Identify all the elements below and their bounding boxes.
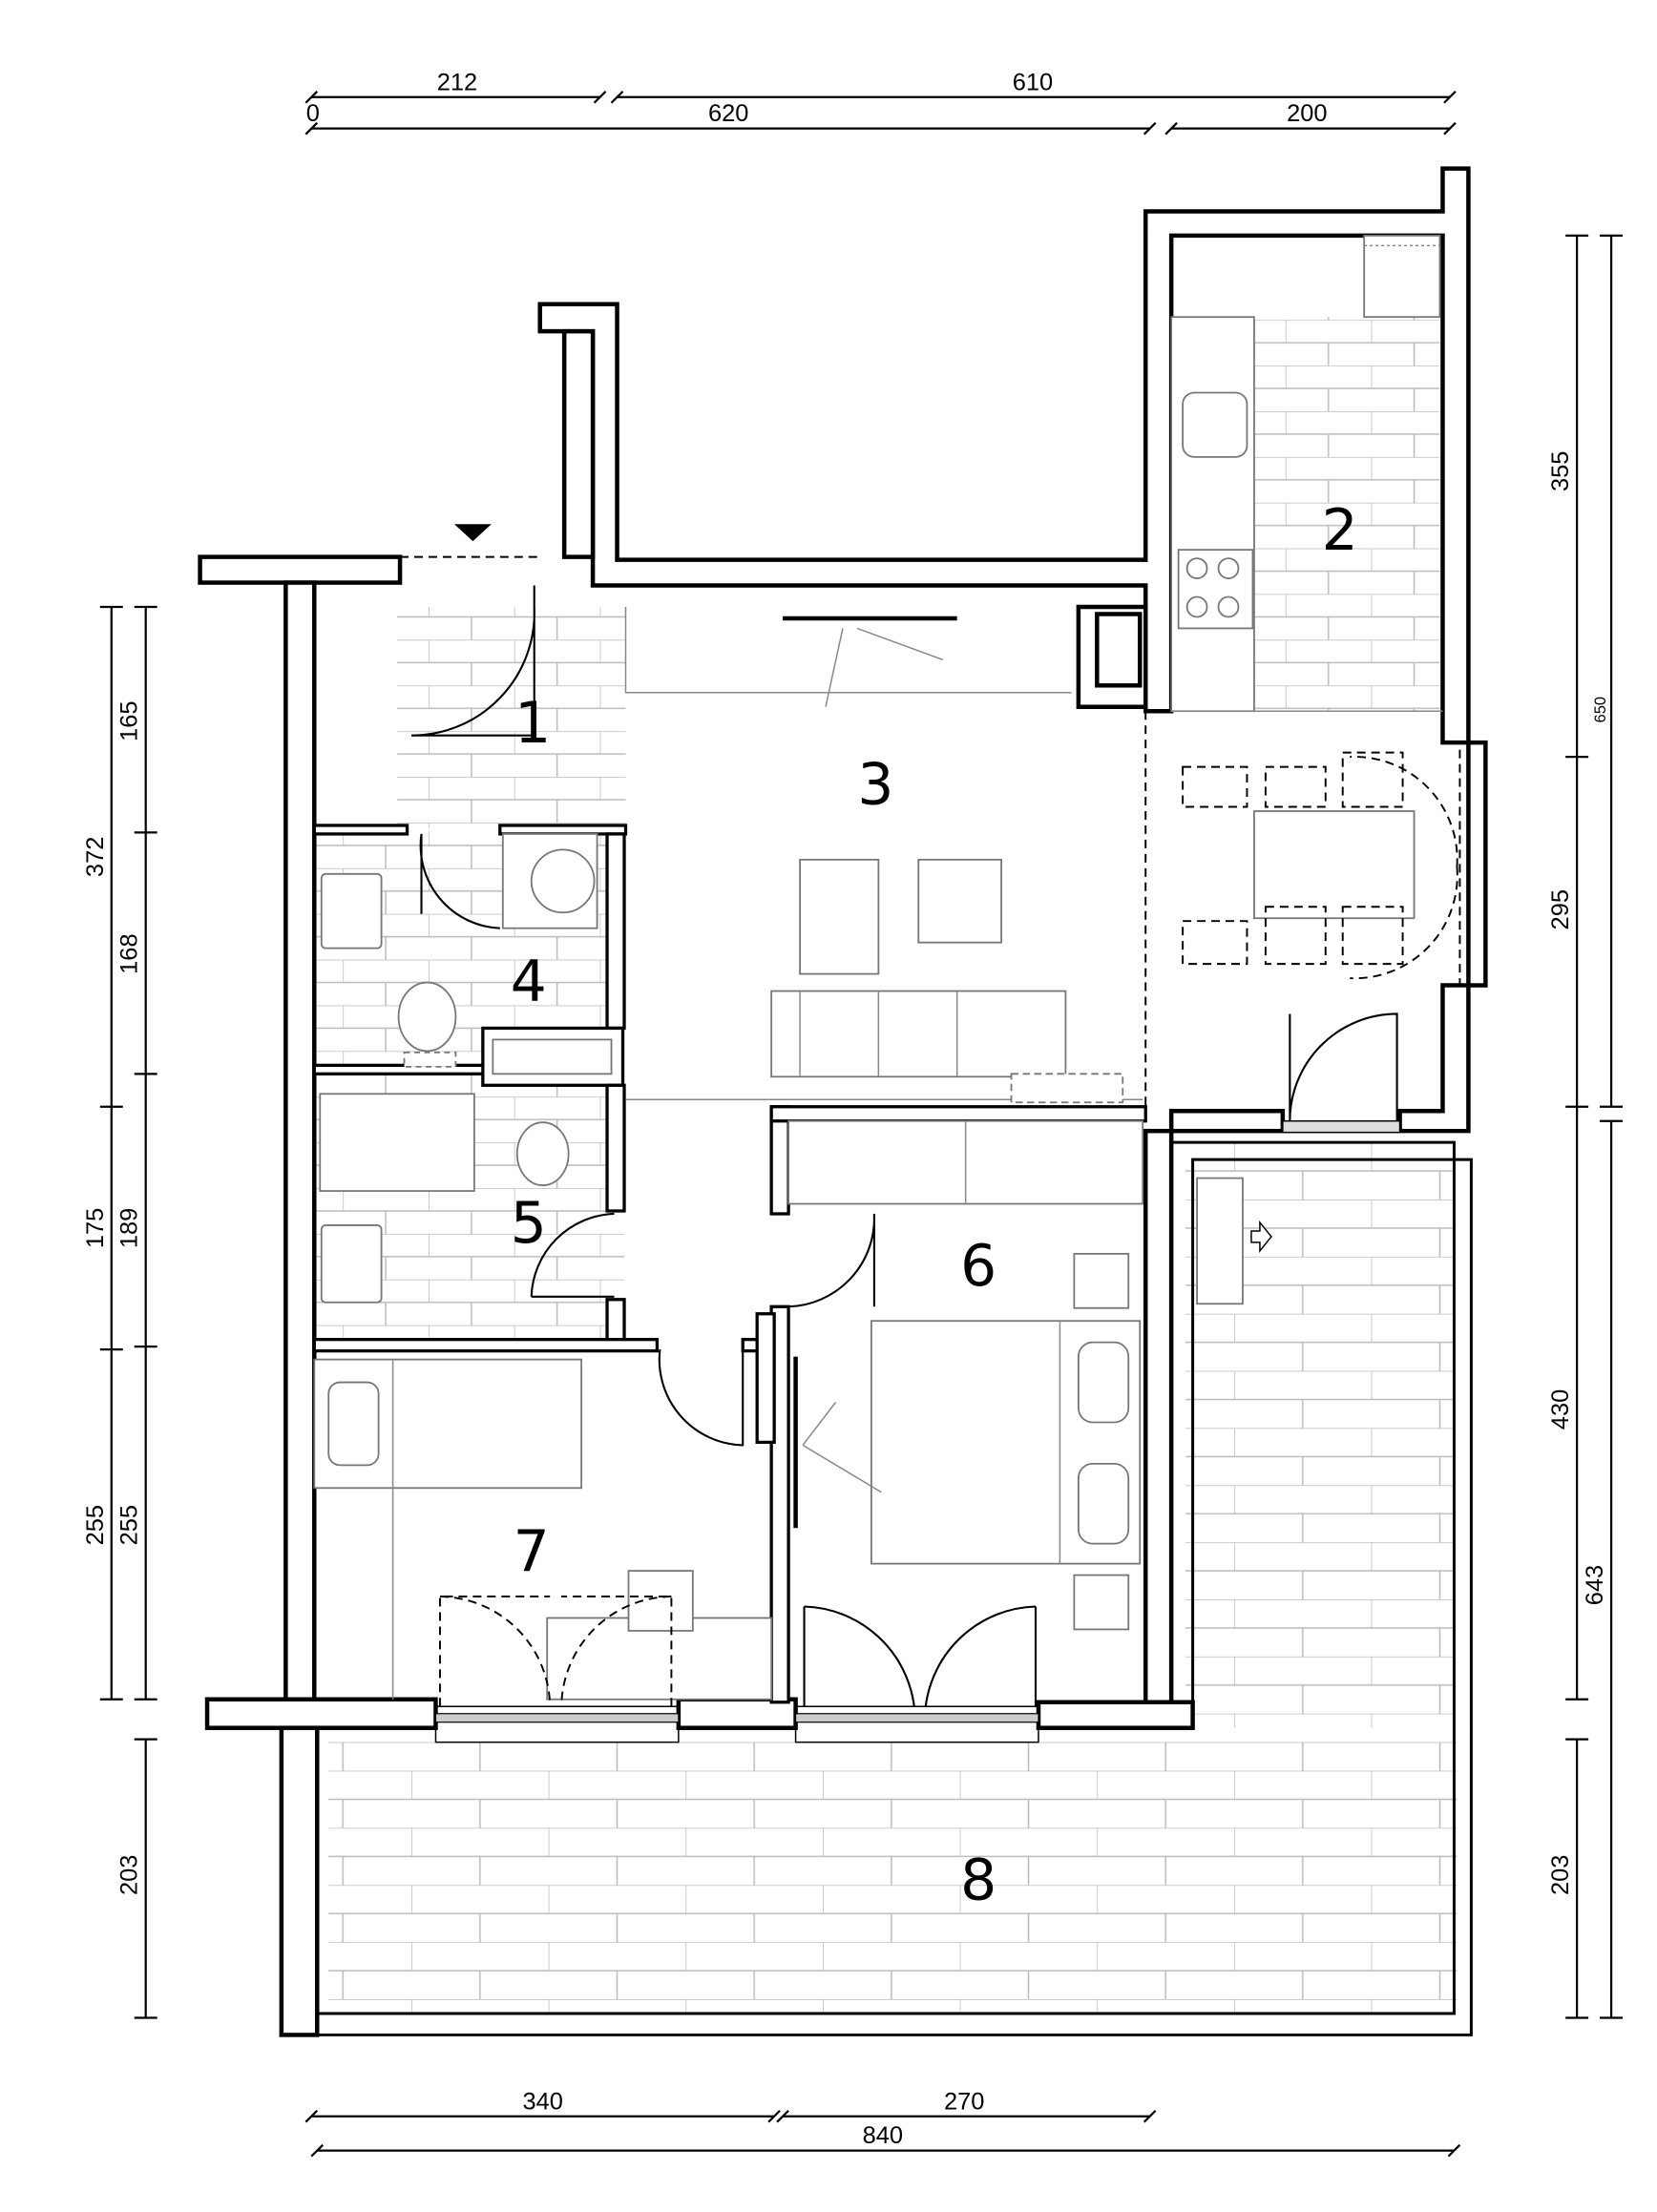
dim-right-203: 203	[1547, 1855, 1574, 1895]
dim-right-650: 650	[1592, 697, 1609, 722]
sink	[1182, 391, 1248, 458]
walls	[198, 166, 1488, 2037]
balcony-door-sill	[1282, 1119, 1401, 1134]
shower-tray	[319, 1093, 475, 1192]
dim-top-0: 0	[306, 100, 320, 127]
nightstand	[1073, 1252, 1130, 1309]
dim-top-620: 620	[708, 100, 748, 127]
room-label-4: 4	[511, 949, 547, 1015]
floor-tiles-kitchen	[1253, 317, 1440, 712]
room-label-5: 5	[511, 1190, 547, 1257]
room-label-8: 8	[960, 1847, 996, 1913]
washing-machine-drum	[530, 848, 596, 914]
wc-door[interactable]	[419, 833, 500, 929]
dim-top-212: 212	[437, 69, 477, 95]
toilet	[397, 981, 457, 1053]
dim-top-200: 200	[1287, 100, 1327, 127]
dim-left-165: 165	[116, 700, 143, 741]
french-window-kitchen[interactable]	[1350, 749, 1461, 986]
nightstand	[1073, 1574, 1130, 1631]
bath-cabinet	[492, 1038, 613, 1075]
sofa	[770, 990, 1067, 1078]
dimension-lines	[99, 90, 1624, 2158]
entry-door[interactable]	[411, 585, 535, 737]
room7-french-window[interactable]	[438, 1596, 673, 1707]
bedroom-door[interactable]	[788, 1213, 875, 1308]
dim-right-643: 643	[1582, 1565, 1608, 1605]
dim-right-295: 295	[1547, 889, 1574, 929]
room-label-2: 2	[1322, 497, 1358, 564]
dim-left-372: 372	[82, 837, 109, 877]
room-label-7: 7	[514, 1518, 550, 1585]
coffee-table	[917, 858, 1002, 944]
dim-right-355: 355	[1547, 451, 1574, 491]
tv-unit	[1010, 1073, 1124, 1104]
washbasin	[320, 872, 383, 949]
room-label-1: 1	[514, 690, 551, 757]
kitchen-tall-unit	[1363, 235, 1441, 319]
bedroom-french-window[interactable]	[803, 1605, 1038, 1707]
dim-left-189: 189	[116, 1208, 143, 1248]
room-label-3: 3	[857, 752, 893, 819]
floor-tiles-hall	[397, 606, 626, 828]
dim-left-255b: 255	[116, 1505, 143, 1545]
floor-tiles-terrace	[328, 1742, 1458, 2014]
dim-left-175: 175	[82, 1208, 109, 1248]
room7-window-sill	[434, 1705, 680, 1743]
bath-washbasin	[320, 1224, 383, 1304]
dim-bottom-840: 840	[863, 2122, 903, 2149]
bath-toilet	[515, 1121, 570, 1186]
dining-chairs	[1182, 751, 1404, 966]
dining-table	[1253, 810, 1416, 920]
dim-left-168: 168	[116, 933, 143, 973]
bath-door[interactable]	[530, 1212, 615, 1298]
outdoor-arrow-icon	[1250, 1220, 1272, 1254]
dim-right-430: 430	[1547, 1389, 1574, 1429]
dim-top-610: 610	[1013, 69, 1053, 95]
balcony-bench	[1196, 1177, 1244, 1305]
kitchen-counter	[1170, 316, 1255, 713]
armchair	[799, 858, 880, 975]
dim-bottom-340: 340	[522, 2088, 562, 2115]
balcony-door[interactable]	[1289, 1012, 1398, 1121]
desk-chair	[627, 1570, 694, 1632]
dim-left-203: 203	[116, 1855, 143, 1895]
bedroom-window-sill	[794, 1705, 1039, 1743]
room-label-6: 6	[960, 1233, 996, 1300]
hall-door[interactable]	[658, 1349, 745, 1447]
dim-bottom-270: 270	[944, 2088, 984, 2115]
dim-left-255: 255	[82, 1505, 109, 1545]
entrance-arrow-icon	[453, 524, 492, 542]
